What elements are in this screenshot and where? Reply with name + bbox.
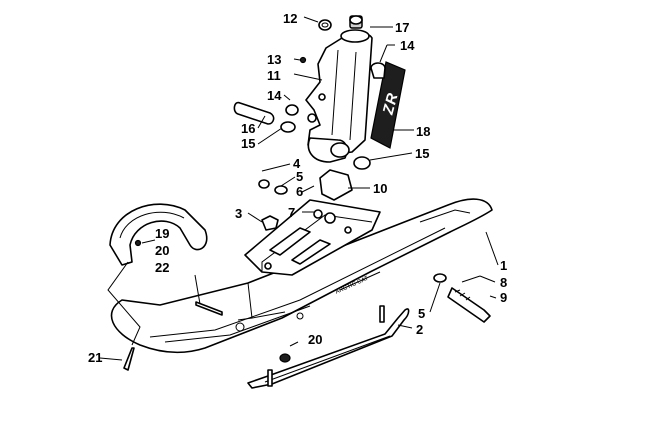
callout-21: 21 [88, 350, 102, 365]
callout-20a: 20 [155, 243, 169, 258]
callout-7: 7 [288, 205, 295, 220]
nut-3 [261, 215, 279, 231]
callout-5a: 5 [296, 169, 303, 184]
leader-lines [99, 16, 499, 361]
callout-14b: 14 [267, 88, 282, 103]
callout-12: 12 [283, 11, 297, 26]
callout-3: 3 [235, 206, 242, 221]
wear-bar [247, 305, 410, 389]
callout-22: 22 [155, 260, 169, 275]
callout-6: 6 [296, 184, 303, 199]
callout-11: 11 [267, 68, 281, 83]
washer-5a [274, 185, 288, 195]
callout-2: 2 [416, 322, 423, 337]
spacer-15b [353, 156, 371, 170]
screw-22 [195, 301, 223, 316]
washer-8 [461, 275, 481, 283]
callouts: 12 17 14 13 11 14 16 18 15 15 4 5 10 6 3… [88, 11, 507, 365]
bushing-14b [285, 104, 299, 116]
spacer-15a [280, 121, 296, 133]
callout-19: 19 [155, 226, 169, 241]
callout-5b: 5 [418, 306, 425, 321]
callout-8: 8 [500, 275, 507, 290]
washer-5b [433, 273, 447, 283]
spindle-bracket [244, 199, 381, 276]
bolt-9 [447, 287, 491, 323]
nut-20b [279, 353, 291, 363]
nut-12 [318, 19, 332, 31]
callout-15a: 15 [241, 136, 255, 151]
callout-20b: 20 [308, 332, 322, 347]
decal-logo-text: ZR [379, 91, 401, 118]
decal: ZR [370, 61, 406, 149]
callout-4: 4 [293, 156, 301, 171]
screw-21 [123, 347, 135, 371]
callout-17: 17 [395, 20, 409, 35]
callout-1: 1 [500, 258, 507, 273]
pin-13 [299, 56, 307, 64]
callout-9: 9 [500, 290, 507, 305]
callout-14a: 14 [400, 38, 415, 53]
block-10 [319, 169, 353, 201]
ski: ARCTIC CAT [110, 198, 493, 354]
callout-15b: 15 [415, 146, 429, 161]
callout-16: 16 [241, 121, 255, 136]
callout-13: 13 [267, 52, 281, 67]
callout-10: 10 [373, 181, 387, 196]
nut-4 [258, 179, 270, 189]
cap-17 [349, 15, 363, 25]
loop-handle [109, 203, 208, 266]
bushing-14a [370, 62, 386, 79]
spindle [305, 15, 373, 163]
callout-18: 18 [416, 124, 430, 139]
